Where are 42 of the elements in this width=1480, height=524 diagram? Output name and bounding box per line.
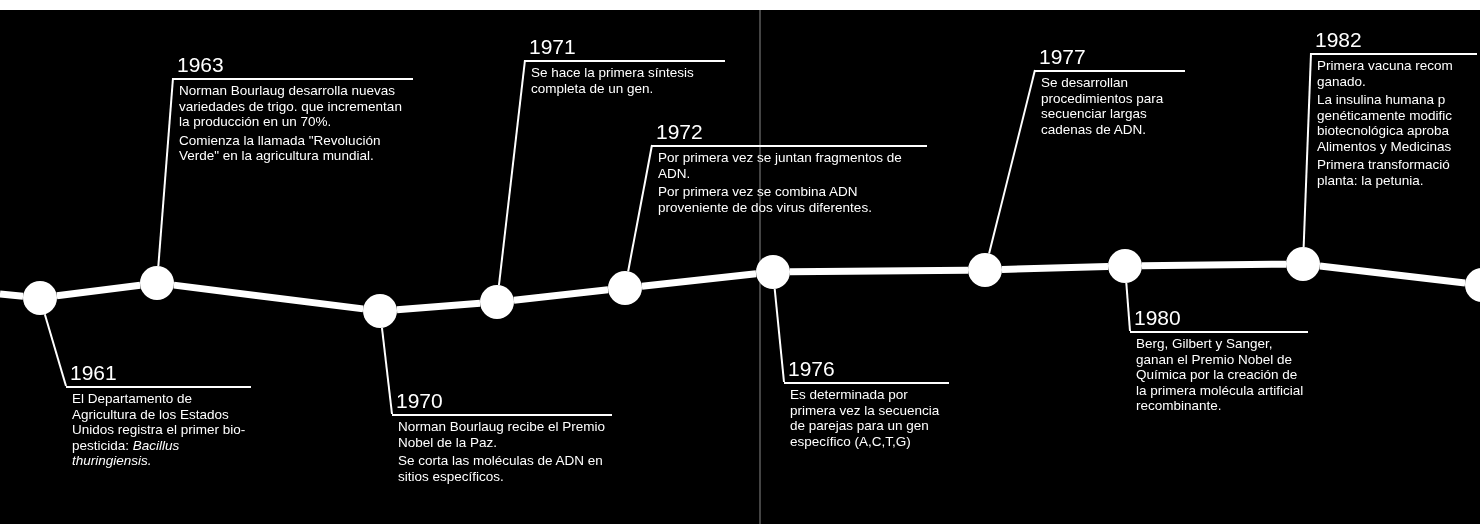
timeline-band [0,290,24,300]
leader-line [988,69,1036,255]
event-description: Berg, Gilbert y Sanger, ganan el Premio Nobel de Química por la creación de la primera molécula artificial recombinante. [1135,336,1305,414]
event-description: Por primera vez se combina ADN proveniente de dos virus diferentes. [657,184,873,215]
year-label: 1976 [787,356,836,382]
timeline-band [1319,262,1466,287]
timeline-band [513,286,609,304]
event-description: Se hace la primera síntesis completa de un gen. [530,65,695,96]
year-label: 1982 [1314,27,1363,53]
leader-line [1302,52,1312,248]
year-label: 1963 [176,52,225,78]
leader-line [627,144,653,273]
event-description: Norman Bourlaug recibe el Premio Nobel de la Paz. [397,419,607,450]
timeline-band [1141,260,1287,270]
event-description: Primera transformació planta: la petunia. [1316,157,1451,188]
event-description: Por primera vez se juntan fragmentos de ADN. [657,150,903,181]
event-description: Es determinada por primera vez la secuencia de parejas para un gen específico (A,C,T,G) [789,387,941,449]
year-label: 1977 [1038,44,1087,70]
timeline-band [641,270,757,290]
event-description: Se corta las moléculas de ADN en sitios específicos. [397,453,604,484]
event-description: Se desarrollan procedimientos para secuenciar largas cadenas de ADN. [1040,75,1165,137]
timeline-band [396,299,481,314]
year-label: 1961 [69,360,118,386]
year-label: 1971 [528,34,577,60]
event-description: Primera vacuna recom ganado. [1316,58,1454,89]
leader-line [157,77,174,268]
leader-line [380,326,393,415]
timeline-band [1001,263,1109,273]
timeline-band [56,281,141,300]
leader-line [497,59,526,287]
event-description: Comienza la llamada "Revolución Verde" en la agricultura mundial. [178,132,382,164]
year-label: 1972 [655,119,704,145]
timeline-band [789,266,969,276]
leader-line [43,313,67,387]
event-description: Norman Bourlaug desarrolla nuevas variedades de trigo. que incrementan la producción en un 70%. [178,83,403,130]
leader-line [773,287,785,383]
event-description: El Departamento de Agricultura de los Estados Unidos registra el primer bio-pesticida: Bacillus thuringiensis. [71,391,247,469]
leader-line [1125,281,1131,332]
timeline-band [173,281,364,313]
year-label: 1980 [1133,305,1182,331]
event-description: La insulina humana p genéticamente modific biotecnológica aproba Alimentos y Medicinas [1316,92,1454,154]
year-label: 1970 [395,388,444,414]
